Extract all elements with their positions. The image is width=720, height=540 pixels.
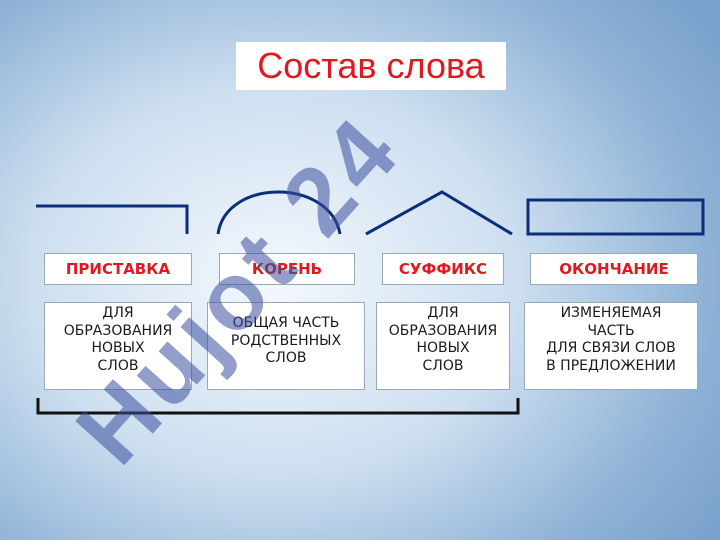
- ending-label: ОКОНЧАНИЕ: [530, 253, 698, 285]
- ending-description: ИЗМЕНЯЕМАЯ ЧАСТЬ ДЛЯ СВЯЗИ СЛОВ В ПРЕДЛО…: [524, 302, 698, 390]
- stem-bracket-icon: [36, 398, 520, 415]
- suffix-description: ДЛЯ ОБРАЗОВАНИЯ НОВЫХ СЛОВ: [376, 302, 510, 390]
- prefix-bracket-icon: [36, 204, 189, 234]
- root-label: КОРЕНЬ: [219, 253, 355, 285]
- root-description: ОБЩАЯ ЧАСТЬ РОДСТВЕННЫХ СЛОВ: [207, 302, 365, 390]
- prefix-description: ДЛЯ ОБРАЗОВАНИЯ НОВЫХ СЛОВ: [44, 302, 192, 390]
- suffix-caret-icon: [365, 190, 513, 236]
- prefix-label: ПРИСТАВКА: [44, 253, 192, 285]
- page-title: Состав слова: [236, 42, 506, 90]
- suffix-label: СУФФИКС: [382, 253, 504, 285]
- ending-box-icon: [526, 198, 705, 236]
- root-arc-icon: [216, 190, 342, 235]
